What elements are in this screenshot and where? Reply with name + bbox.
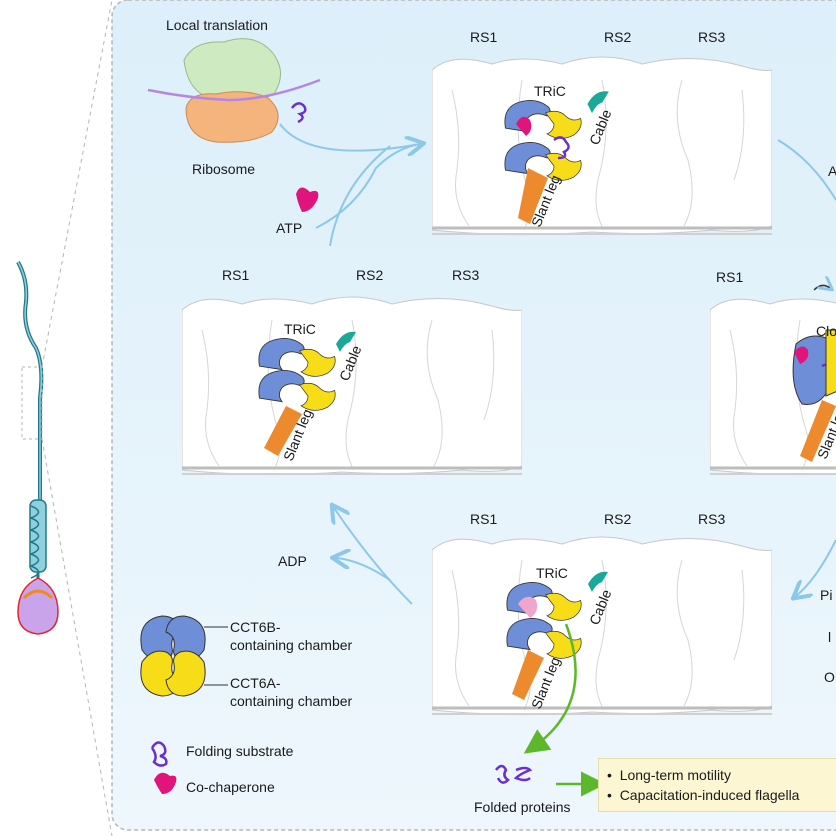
- right-rs1: RS1: [716, 269, 743, 285]
- legend-cct6b-line1: CCT6B-: [230, 619, 281, 635]
- legend-cct6a-right-icon: [165, 650, 206, 697]
- arrow-merge: [329, 145, 391, 247]
- legend-cct6a-line2: containing chamber: [230, 693, 353, 709]
- legend: CCT6B- containing chamber CCT6A- contain…: [140, 615, 353, 795]
- folded-proteins-icon: [495, 764, 533, 784]
- ribosome-icon: [147, 38, 321, 143]
- arrow-ribosome-to-tric: [279, 123, 420, 151]
- atp-cochaperone-icon: [296, 187, 319, 212]
- bottom-tric-label: TRiC: [536, 565, 568, 581]
- left-tric-label: TRiC: [284, 321, 316, 337]
- outcome-capacitation: Capacitation-induced flagella: [619, 787, 800, 803]
- legend-cct6a-line1: CCT6A-: [230, 675, 281, 691]
- cochaperone-icon: [154, 772, 177, 794]
- state-left: RS1 RS2 RS3 TRiC Cable Slant leg: [182, 267, 522, 477]
- state-bottom: RS1 RS2 RS3 TRiC Cable Slant leg: [432, 511, 772, 717]
- top-rs3: RS3: [698, 29, 725, 45]
- legend-cochaperone: Co-chaperone: [186, 779, 275, 795]
- right-pi-label: Pi: [820, 587, 832, 603]
- arrow-adp: [336, 558, 391, 581]
- left-rs3: RS3: [452, 267, 479, 283]
- right-closed-label: Clo: [816, 323, 836, 339]
- outcomes-box: • Long-term motility • Capacitation-indu…: [598, 758, 836, 812]
- zoom-line-top: [41, 0, 113, 368]
- outcome-item: • Long-term motility: [607, 767, 731, 783]
- sperm-illustration: [16, 261, 59, 635]
- arrow-atp-to-tric: [315, 143, 421, 229]
- zoom-line-bottom: [41, 438, 113, 836]
- arrow-top-to-right: [777, 139, 836, 201]
- outcome-long-term-motility: Long-term motility: [619, 767, 731, 783]
- legend-substrate: Folding substrate: [186, 743, 294, 759]
- bottom-rs3: RS3: [698, 511, 725, 527]
- bottom-rs1: RS1: [470, 511, 497, 527]
- ribosome-label: Ribosome: [192, 161, 255, 177]
- state-top: RS1 RS2 RS3 TRiC Cable Slant leg: [432, 29, 772, 237]
- right-o-label: O: [824, 669, 835, 685]
- arrow-right-to-bottom: [796, 539, 836, 596]
- atp-label: ATP: [276, 220, 302, 236]
- adp-label: ADP: [278, 553, 307, 569]
- arrow-release-folded: [523, 623, 577, 754]
- folded-proteins-label: Folded proteins: [474, 799, 571, 815]
- right-l-label: l: [828, 629, 831, 645]
- outcome-item: • Capacitation-induced flagella: [607, 787, 800, 803]
- right-a-label: A: [828, 163, 836, 179]
- left-rs2: RS2: [356, 267, 383, 283]
- top-rs2: RS2: [604, 29, 631, 45]
- top-rs1: RS1: [470, 29, 497, 45]
- legend-cct6b-line2: containing chamber: [230, 637, 353, 653]
- bottom-rs2: RS2: [604, 511, 631, 527]
- state-right: RS1 Clo Slant le: [710, 269, 836, 477]
- left-rs1: RS1: [222, 267, 249, 283]
- folding-substrate-icon: [150, 741, 168, 767]
- arrow-bottom-to-left: [334, 508, 413, 605]
- top-tric-label: TRiC: [534, 83, 566, 99]
- local-translation-label: Local translation: [166, 17, 268, 33]
